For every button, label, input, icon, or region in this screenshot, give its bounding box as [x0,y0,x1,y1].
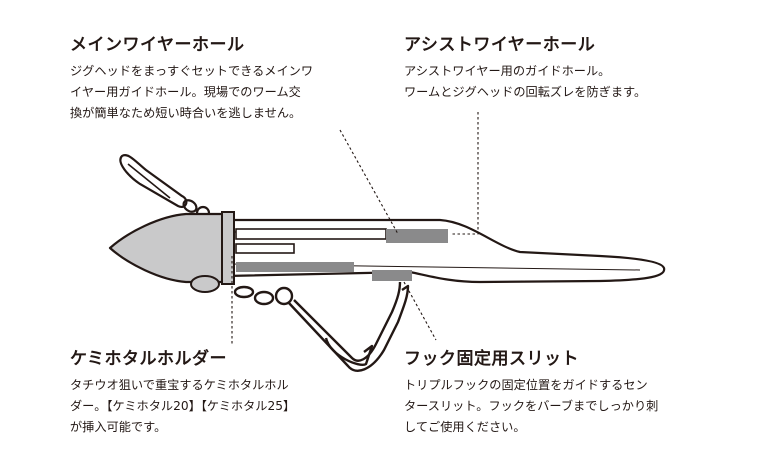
jig-collar [221,211,235,285]
hook-slit-description: トリプルフックの固定位置をガイドするセン タースリット。フックをバーブまでしっか… [404,375,658,438]
description-line: タースリット。フックをバーブまでしっかり刺 [404,399,659,413]
treble-hook [233,281,410,372]
kemihotaru-holder-title: ケミホタルホルダー [70,349,227,369]
hook-slit-annotation: フック固定用スリット トリプルフックの固定位置をガイドするセン タースリット。フ… [404,344,658,438]
leader-lines [231,112,479,344]
main-wire-hole-title: メインワイヤーホール [70,35,245,55]
description-line: イヤー用ガイドホール。現場でのワーム交 [70,85,301,99]
description-line: トリプルフックの固定位置をガイドするセン [404,378,648,392]
description-line: が挿入可能です。 [70,420,167,434]
hook-slit [372,270,412,281]
main-wire-hole-description: ジグヘッドをまっすぐセットできるメインワ イヤー用ガイドホール。現場でのワーム交… [70,61,313,124]
description-line: アシストワイヤー用のガイドホール。 [404,64,611,78]
kemihotaru-holder-annotation: ケミホタルホルダー タチウオ狙いで重宝するケミホタルホル ダー。【ケミホタル20… [70,344,295,438]
hook-slit-title: フック固定用スリット [404,349,579,369]
kemihotaru-holder-description: タチウオ狙いで重宝するケミホタルホル ダー。【ケミホタル20】【ケミホタル25】… [70,375,295,438]
main-wire-hole-annotation: メインワイヤーホール ジグヘッドをまっすぐセットできるメインワ イヤー用ガイドホ… [70,30,313,124]
main-wire-hole-slot [386,229,448,243]
description-line: ジグヘッドをまっすぐセットできるメインワ [70,64,314,78]
description-line: ワームとジグヘッドの回転ズレを防ぎます。 [404,85,647,99]
kemihotaru-holder-slot [236,262,354,272]
main-wire-rod [235,228,387,240]
snap-swivel [119,154,211,221]
head-eye [190,275,220,293]
short-rod [235,243,295,254]
assist-wire-hole-title: アシストワイヤーホール [404,35,596,55]
description-line: 換が簡単なため短い時合いを逃しません。 [70,106,302,120]
description-line: ダー。【ケミホタル20】【ケミホタル25】 [70,399,296,413]
jig-head [108,212,230,284]
assist-wire-hole-annotation: アシストワイヤーホール アシストワイヤー用のガイドホール。 ワームとジグヘッドの… [404,30,646,103]
description-line: してご使用ください。 [404,420,526,434]
assist-wire-hole-description: アシストワイヤー用のガイドホール。 ワームとジグヘッドの回転ズレを防ぎます。 [404,61,646,103]
description-line: タチウオ狙いで重宝するケミホタルホル [70,378,289,392]
